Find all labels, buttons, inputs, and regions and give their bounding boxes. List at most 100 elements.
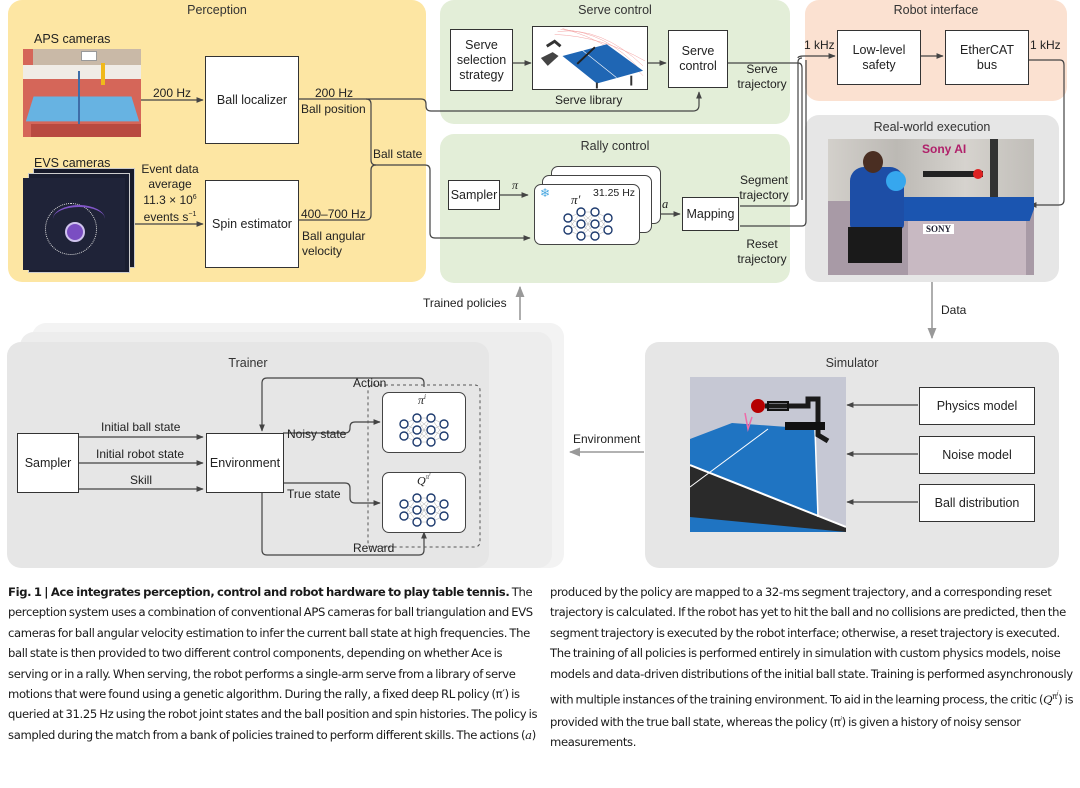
nn-node <box>590 207 600 217</box>
nn-node <box>563 213 573 223</box>
simulator-render-image <box>690 377 846 532</box>
nn-node <box>412 437 422 447</box>
trainer-critic-network-icon <box>399 493 449 527</box>
nn-node <box>563 225 573 235</box>
nn-node <box>426 425 436 435</box>
figure-caption-column-2: produced by the policy are mapped to a 3… <box>550 585 1074 750</box>
ball-state-label: Ball state <box>373 147 423 161</box>
aps-cameras-label: APS cameras <box>34 32 111 46</box>
simulator-title: Simulator <box>825 356 879 370</box>
nn-node <box>603 213 613 223</box>
nn-node <box>439 511 449 521</box>
nn-node <box>439 419 449 429</box>
nn-node <box>399 431 409 441</box>
action-a-label: a <box>662 197 669 211</box>
table-brand-text: SONY <box>923 224 955 234</box>
simulator-render-illustration <box>690 396 846 532</box>
nn-node <box>576 207 586 217</box>
serve-library-illustration <box>540 28 646 89</box>
low-level-safety-box: Low-level safety <box>837 30 921 85</box>
evs-camera-image <box>23 178 125 270</box>
data-label: Data <box>941 303 967 317</box>
frozen-snowflake-icon: ❄ <box>540 186 551 200</box>
reward-label: Reward <box>353 541 395 555</box>
trained-policies-label: Trained policies <box>423 296 507 310</box>
serve-library-image <box>532 26 648 90</box>
aps-rate-label: 200 Hz <box>153 86 192 100</box>
policy-neural-network-icon <box>563 207 613 241</box>
nn-node <box>426 413 436 423</box>
nn-node <box>412 505 422 515</box>
trainer-policy-box: πi <box>382 392 466 453</box>
physics-model-box: Physics model <box>919 387 1035 425</box>
nn-node <box>439 499 449 509</box>
nn-node <box>412 413 422 423</box>
ball-angular-velocity-label: Ball angular velocity <box>302 229 366 258</box>
ball-position-label: Ball position <box>301 102 366 116</box>
rally-sampler-box: Sampler <box>448 180 500 210</box>
figure-caption-column-1: Fig. 1 | Ace integrates perception, cont… <box>8 585 538 742</box>
noise-model-box: Noise model <box>919 436 1035 474</box>
real-world-photo: Sony AI SONY <box>828 139 1034 275</box>
nn-node <box>399 499 409 509</box>
rally-control-title: Rally control <box>580 139 650 153</box>
aps-camera-image <box>23 49 141 137</box>
real-world-title: Real-world execution <box>873 120 991 134</box>
action-label: Action <box>353 376 387 390</box>
initial-robot-state-label: Initial robot state <box>96 447 185 461</box>
mapping-box: Mapping <box>682 197 739 231</box>
trainer-critic-symbol: Qπi <box>417 473 431 488</box>
trainer-environment-box: Environment <box>206 433 284 493</box>
nn-node <box>412 425 422 435</box>
nn-node <box>412 517 422 527</box>
ethercat-bus-box: EtherCAT bus <box>945 30 1029 85</box>
serve-selection-strategy-box: Serve selection strategy <box>450 29 513 91</box>
nn-node <box>576 219 586 229</box>
serve-control-box: Serve control <box>668 30 728 88</box>
policy-network-box: ❄ π′ 31.25 Hz <box>534 184 640 245</box>
spin-estimator-box: Spin estimator <box>205 180 299 268</box>
trainer-title: Trainer <box>228 356 268 370</box>
nn-node <box>412 493 422 503</box>
nn-node <box>590 231 600 241</box>
ball-distribution-box: Ball distribution <box>919 484 1035 522</box>
true-state-label: True state <box>287 487 341 501</box>
spin-rate-label: 400–700 Hz <box>301 207 366 221</box>
noisy-state-label: Noisy state <box>287 427 347 441</box>
serve-control-title: Serve control <box>578 3 652 17</box>
segment-trajectory-label: Segment trajectory <box>739 173 789 202</box>
nn-node <box>426 517 436 527</box>
trainer-sampler-box: Sampler <box>17 433 79 493</box>
nn-node <box>426 437 436 447</box>
reset-trajectory-label: Reset trajectory <box>737 237 787 266</box>
skill-label: Skill <box>130 473 153 487</box>
localizer-rate-label: 200 Hz <box>315 86 354 100</box>
trainer-policy-symbol: πi <box>418 393 426 407</box>
evs-cameras-label: EVS cameras <box>34 156 111 170</box>
robot-in-rate-label: 1 kHz <box>804 38 835 52</box>
nn-node <box>399 511 409 521</box>
nn-node <box>603 225 613 235</box>
trainer-policy-network-icon <box>399 413 449 447</box>
event-data-label: Event data average 11.3 × 106 events s−1 <box>141 162 199 224</box>
photo-brand-text: Sony AI <box>922 142 967 156</box>
trainer-critic-box: Qπi <box>382 472 466 533</box>
environment-flow-label: Environment <box>573 432 641 446</box>
nn-node <box>439 431 449 441</box>
robot-interface-title: Robot interface <box>893 3 979 17</box>
figure-caption-title: Fig. 1 | Ace integrates perception, cont… <box>8 585 510 599</box>
serve-library-label: Serve library <box>555 93 623 107</box>
rally-pi-label: π <box>512 178 519 192</box>
nn-node <box>426 493 436 503</box>
caption-text-1: The perception system uses a combination… <box>8 585 538 742</box>
robot-out-rate-label: 1 kHz <box>1030 38 1061 52</box>
perception-title: Perception <box>187 3 247 17</box>
policy-symbol: π′ <box>571 192 581 207</box>
nn-node <box>576 231 586 241</box>
nn-node <box>399 419 409 429</box>
policy-rate: 31.25 Hz <box>593 187 636 199</box>
nn-node <box>426 505 436 515</box>
nn-node <box>590 219 600 229</box>
caption-text-2: produced by the policy are mapped to a 3… <box>550 585 1073 707</box>
ball-localizer-box: Ball localizer <box>205 56 299 144</box>
